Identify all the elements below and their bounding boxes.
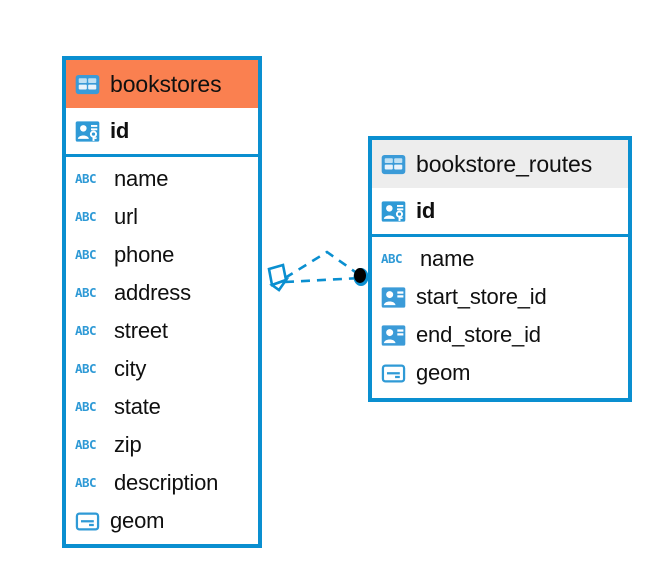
text-type-icon: ABC (75, 208, 97, 224)
field-label: id (110, 118, 130, 143)
field-label: description (114, 470, 219, 495)
field-row-id[interactable]: id (66, 108, 258, 154)
field-row-end-store-id[interactable]: end_store_id (372, 316, 628, 354)
fields-section: ABC name ABC url ABC phone ABC address A… (66, 157, 258, 540)
text-type-icon: ABC (381, 250, 403, 266)
text-type-icon: ABC (75, 284, 97, 300)
relationship-line-upper (284, 250, 362, 280)
field-label: end_store_id (416, 322, 541, 347)
field-label: name (114, 166, 169, 191)
primary-key-icon (75, 120, 100, 142)
foreign-key-icon (381, 286, 406, 308)
text-type-icon: ABC (75, 474, 97, 490)
relationship-connector[interactable] (255, 240, 385, 320)
field-label: state (114, 394, 161, 419)
entity-title: bookstores (110, 70, 222, 97)
field-row-name[interactable]: ABC name (66, 160, 258, 198)
field-label: url (114, 204, 138, 229)
field-label: address (114, 280, 191, 305)
entity-header-bookstore-routes[interactable]: bookstore_routes (372, 140, 628, 188)
fields-section: ABC name start_store_id (372, 237, 628, 392)
field-row-state[interactable]: ABC state (66, 388, 258, 426)
field-row-geom[interactable]: geom (372, 354, 628, 392)
field-row-city[interactable]: ABC city (66, 350, 258, 388)
field-row-phone[interactable]: ABC phone (66, 236, 258, 274)
geometry-type-icon (381, 364, 406, 382)
field-label: name (420, 246, 475, 271)
text-type-icon: ABC (75, 398, 97, 414)
text-type-icon: ABC (75, 436, 97, 452)
field-row-name[interactable]: ABC name (372, 240, 628, 278)
text-type-icon: ABC (75, 246, 97, 262)
field-label: zip (114, 432, 142, 457)
geometry-type-icon (75, 512, 100, 530)
primary-key-section: id (372, 188, 628, 237)
diamond-marker (267, 263, 290, 292)
field-row-id[interactable]: id (372, 188, 628, 234)
field-label: id (416, 198, 436, 223)
table-icon (381, 154, 406, 174)
field-row-description[interactable]: ABC description (66, 464, 258, 502)
foreign-key-icon (381, 324, 406, 346)
field-row-url[interactable]: ABC url (66, 198, 258, 236)
field-label: city (114, 356, 147, 381)
primary-key-icon (381, 200, 406, 222)
field-row-start-store-id[interactable]: start_store_id (372, 278, 628, 316)
relationship-line-lower (284, 276, 362, 284)
entity-bookstores[interactable]: bookstores id ABC name (62, 56, 262, 548)
text-type-icon: ABC (75, 322, 97, 338)
table-icon (75, 74, 100, 94)
field-row-zip[interactable]: ABC zip (66, 426, 258, 464)
text-type-icon: ABC (75, 360, 97, 376)
filled-circle-marker (353, 268, 369, 286)
entity-bookstore-routes[interactable]: bookstore_routes id ABC na (368, 136, 632, 402)
field-label: phone (114, 242, 175, 267)
entity-header-bookstores[interactable]: bookstores (66, 60, 258, 108)
field-label: street (114, 318, 168, 343)
field-row-street[interactable]: ABC street (66, 312, 258, 350)
field-row-address[interactable]: ABC address (66, 274, 258, 312)
field-label: geom (110, 508, 165, 533)
field-label: start_store_id (416, 284, 547, 309)
field-label: geom (416, 360, 471, 385)
entity-title: bookstore_routes (416, 150, 593, 177)
text-type-icon: ABC (75, 170, 97, 186)
field-row-geom[interactable]: geom (66, 502, 258, 540)
primary-key-section: id (66, 108, 258, 157)
